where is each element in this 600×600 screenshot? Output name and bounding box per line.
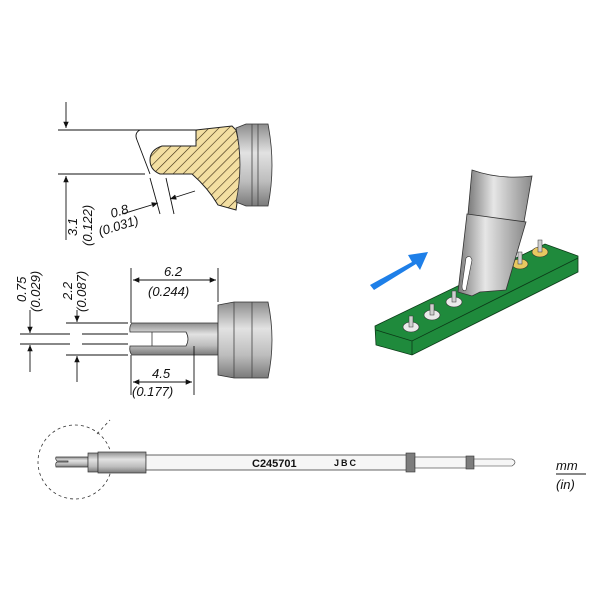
side-view: 0.75 (0.029) 2.2 (0.087) 6.2 (0.244): [14, 264, 273, 399]
dim-slot-length-inch-label: (0.177): [132, 384, 173, 399]
application-view: [370, 169, 579, 356]
direction-arrow-icon: [370, 252, 428, 290]
cartridge-tip: [55, 456, 89, 468]
tip-outline: [135, 129, 196, 175]
dim-length-label: 6.2: [164, 264, 183, 279]
tip-body: [217, 301, 273, 379]
cartridge-view: C245701 JBC: [37, 419, 516, 500]
part-number: C245701: [252, 458, 297, 470]
unit-secondary: (in): [556, 477, 575, 492]
dim-width-label: 2.2: [60, 281, 75, 301]
dim-slot-inch-label: (0.029): [28, 271, 43, 312]
pcb-board: [374, 243, 579, 356]
dim-length-inch-label: (0.244): [148, 284, 189, 299]
dim-slot-length-label: 4.5: [152, 366, 171, 381]
dim-width-inch-label: (0.087): [74, 271, 89, 312]
brand-logo: JBC: [334, 458, 358, 468]
dim-height-label: 3.1: [65, 218, 80, 236]
tip-blade: [129, 322, 219, 356]
tip-cross-section: [149, 125, 241, 211]
dim-height-inch-label: (0.122): [80, 205, 95, 246]
extension-line: [149, 177, 161, 215]
tip-blade-3d: [457, 213, 527, 297]
dim-gap-label: 0.8: [108, 201, 130, 221]
cartridge-collar: [97, 451, 147, 474]
tip-body: [235, 123, 273, 207]
dimension-arrow: [169, 190, 196, 200]
extension-line: [165, 177, 175, 215]
unit-primary: mm: [556, 458, 578, 473]
cartridge-end-tip: [473, 458, 516, 467]
units-legend: mm (in): [556, 458, 586, 492]
top-view: 3.1 (0.122) 0.8 (0.031): [58, 102, 273, 246]
dim-slot-label: 0.75: [14, 276, 29, 302]
dimension-arrow: [121, 202, 159, 215]
